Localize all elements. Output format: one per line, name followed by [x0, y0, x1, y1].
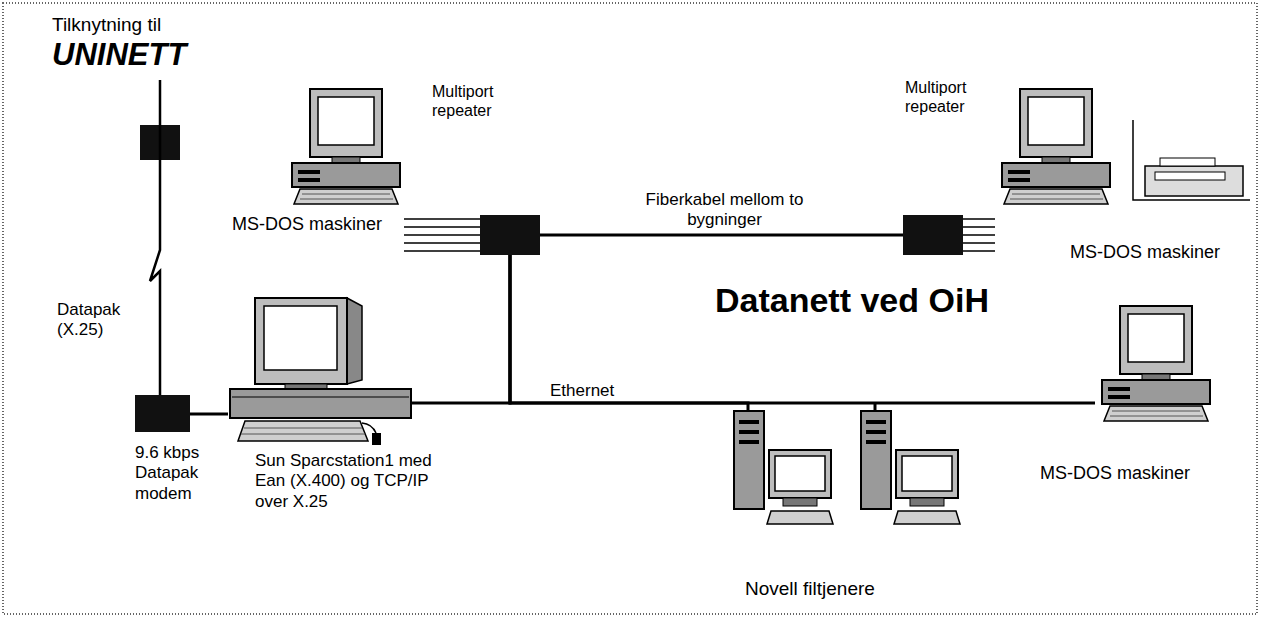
diagram-title: Datanett ved OiH	[715, 280, 989, 321]
node-label: UNINETT	[52, 36, 222, 73]
repeater-box: Multiport repeater	[480, 215, 540, 255]
network-endpoint: Tilknytning tilUNINETT	[52, 14, 222, 76]
pc-group: MS-DOS maskiner	[995, 88, 1251, 273]
edge-label: Ethernet	[548, 381, 642, 401]
connector	[412, 255, 510, 403]
pc-icon	[1102, 306, 1210, 421]
node-label: MS-DOS maskiner	[1070, 242, 1245, 264]
connector	[963, 219, 995, 251]
connector	[190, 413, 228, 416]
node-label: MS-DOS maskiner	[232, 214, 404, 236]
server-icon	[861, 411, 960, 524]
node-label: Sun Sparcstation1 med Ean (X.400) og TCP…	[255, 451, 455, 512]
node-label: Multiport repeater	[905, 78, 995, 116]
workstation-group: Sun Sparcstation1 med Ean (X.400) og TCP…	[228, 295, 412, 445]
server-group: Novell filtjenere	[720, 410, 955, 610]
workstation-icon	[230, 298, 411, 445]
connector	[510, 255, 748, 410]
pc-icon	[292, 89, 400, 204]
modem-box: 9.6 kbps Datapak modem	[135, 395, 190, 432]
pc-group: MS-DOS maskiner	[1095, 305, 1220, 420]
node-heading: Tilknytning til	[52, 14, 222, 37]
frame	[3, 3, 1257, 614]
connector	[150, 80, 160, 395]
edge-label: Datapak (X.25)	[55, 300, 139, 341]
server-icon	[734, 411, 833, 524]
connector	[540, 234, 903, 237]
pc-icon	[1002, 89, 1110, 204]
node-label: Multiport repeater	[432, 82, 522, 120]
connector	[510, 255, 1095, 403]
node-label: MS-DOS maskiner	[1040, 463, 1220, 485]
edge-label: Fiberkabel mellom to bygninger	[615, 190, 834, 231]
node-label: Novell filtjenere	[745, 578, 955, 601]
printer-icon	[1133, 120, 1250, 200]
repeater-box: Multiport repeater	[903, 215, 963, 255]
pc-group: MS-DOS maskiner	[232, 88, 404, 240]
connector	[404, 219, 480, 251]
node-label: 9.6 kbps Datapak modem	[135, 443, 240, 504]
